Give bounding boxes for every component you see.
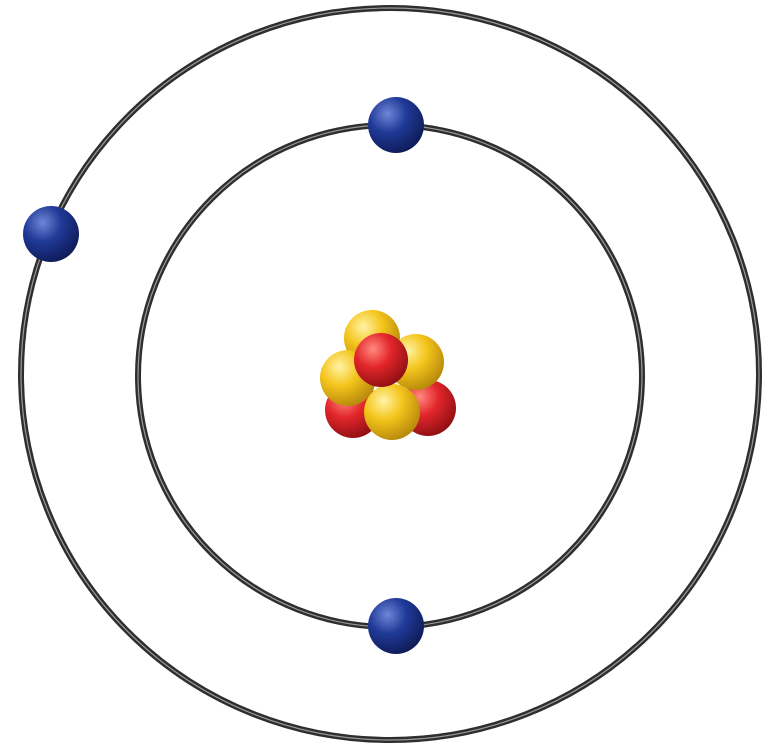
electron-inner-top [368,97,424,153]
neutron [364,384,420,440]
electron-inner-bottom [368,598,424,654]
electron-outer [23,206,79,262]
proton [354,333,408,387]
